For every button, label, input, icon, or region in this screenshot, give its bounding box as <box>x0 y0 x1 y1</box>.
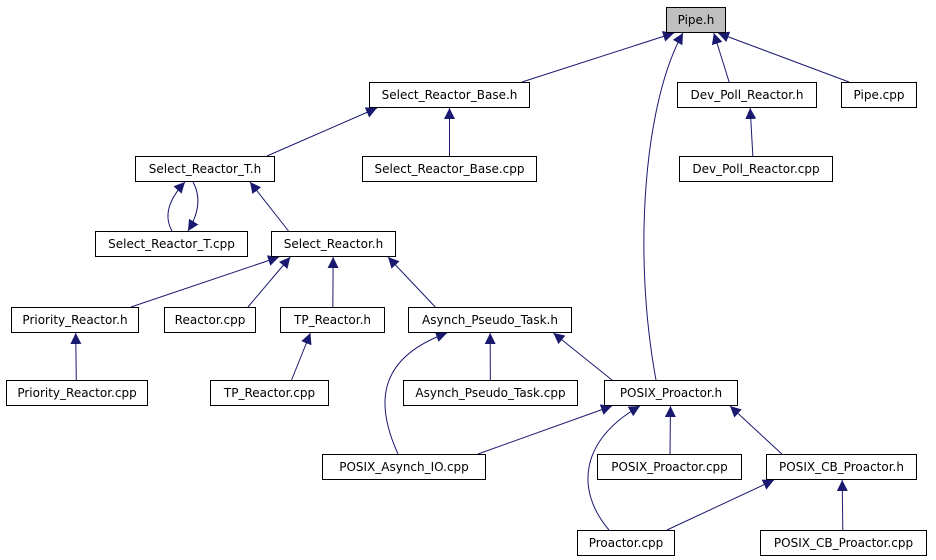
node-select-reactor-t-cpp[interactable]: Select_Reactor_T.cpp <box>95 231 248 257</box>
node-select-reactor-h[interactable]: Select_Reactor.h <box>271 231 396 257</box>
node-posix-cb-proactor-cpp[interactable]: POSIX_CB_Proactor.cpp <box>760 530 927 556</box>
edge-posix-asynch-io-cpp-to-asynch-pseudo-task-h <box>384 331 448 455</box>
edge-posix-proactor-h-to-pipe-h <box>643 32 684 381</box>
edge-dev-poll-reactor-h-to-pipe-h <box>711 32 730 83</box>
edge-posix-cb-proactor-cpp-to-posix-cb-proactor-h <box>836 479 848 531</box>
edge-priority-reactor-h-to-select-reactor-h <box>130 255 280 308</box>
edge-posix-proactor-h-to-asynch-pseudo-task-h <box>553 332 613 381</box>
edge-proactor-cpp-to-posix-cb-proactor-h <box>666 479 775 531</box>
edge-priority-reactor-cpp-to-priority-reactor-h <box>70 332 82 381</box>
node-dev-poll-reactor-h[interactable]: Dev_Poll_Reactor.h <box>677 82 817 108</box>
node-posix-proactor-cpp[interactable]: POSIX_Proactor.cpp <box>597 454 742 480</box>
node-priority-reactor-h[interactable]: Priority_Reactor.h <box>11 307 139 333</box>
edge-pipe-cpp-to-pipe-h <box>717 31 850 83</box>
node-posix-proactor-h[interactable]: POSIX_Proactor.h <box>604 380 738 406</box>
node-pipe-h[interactable]: Pipe.h <box>666 7 726 33</box>
node-select-reactor-base-cpp[interactable]: Select_Reactor_Base.cpp <box>362 156 537 182</box>
edge-tp-reactor-cpp-to-tp-reactor-h <box>291 332 312 381</box>
edge-asynch-pseudo-task-h-to-select-reactor-h <box>387 256 436 308</box>
edge-proactor-cpp-to-posix-proactor-h <box>587 405 641 531</box>
node-pipe-cpp[interactable]: Pipe.cpp <box>841 82 917 108</box>
node-asynch-pseudo-task-h[interactable]: Asynch_Pseudo_Task.h <box>408 307 572 333</box>
node-asynch-pseudo-task-cpp[interactable]: Asynch_Pseudo_Task.cpp <box>403 380 578 406</box>
node-posix-cb-proactor-h[interactable]: POSIX_CB_Proactor.h <box>766 454 917 480</box>
node-dev-poll-reactor-cpp[interactable]: Dev_Poll_Reactor.cpp <box>679 156 833 182</box>
node-proactor-cpp[interactable]: Proactor.cpp <box>577 530 675 556</box>
node-priority-reactor-cpp[interactable]: Priority_Reactor.cpp <box>6 380 148 406</box>
node-select-reactor-t-h[interactable]: Select_Reactor_T.h <box>135 156 275 182</box>
edge-select-reactor-t-h-to-select-reactor-t-cpp <box>187 181 199 232</box>
edge-select-reactor-t-h-to-select-reactor-base-h <box>266 107 378 157</box>
edge-select-reactor-t-cpp-to-select-reactor-t-h <box>167 181 186 232</box>
edge-select-reactor-base-h-to-pipe-h <box>521 31 675 83</box>
node-posix-asynch-io-cpp[interactable]: POSIX_Asynch_IO.cpp <box>322 454 486 480</box>
node-reactor-cpp[interactable]: Reactor.cpp <box>164 307 256 333</box>
edge-select-reactor-h-to-select-reactor-t-h <box>249 181 289 232</box>
edge-reactor-cpp-to-select-reactor-h <box>247 256 291 308</box>
edge-dev-poll-reactor-cpp-to-dev-poll-reactor-h <box>745 107 757 157</box>
node-tp-reactor-cpp[interactable]: TP_Reactor.cpp <box>210 380 329 406</box>
node-tp-reactor-h[interactable]: TP_Reactor.h <box>280 307 385 333</box>
edge-posix-asynch-io-cpp-to-posix-proactor-h <box>477 404 613 455</box>
node-select-reactor-base-h[interactable]: Select_Reactor_Base.h <box>369 82 530 108</box>
edge-posix-cb-proactor-h-to-posix-proactor-h <box>729 405 783 455</box>
